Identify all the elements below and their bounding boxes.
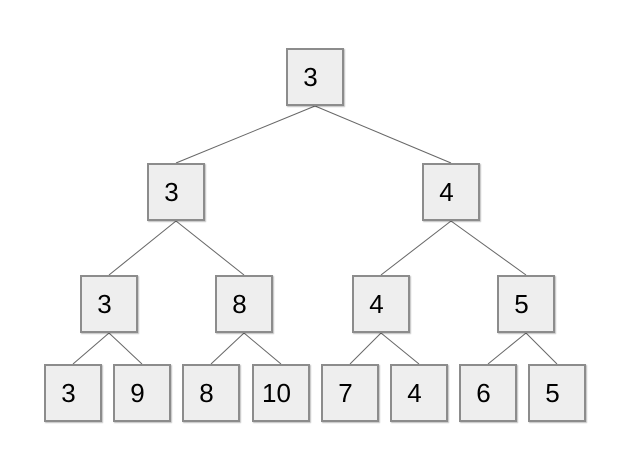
tree-node-root: 3 <box>286 48 344 106</box>
tree-node-leaf: 7 <box>321 364 379 422</box>
tree-node-leaf: 9 <box>113 364 171 422</box>
tree-node: 4 <box>422 163 480 221</box>
tree-node-leaf: 6 <box>459 364 517 422</box>
tree-node-leaf: 8 <box>182 364 240 422</box>
tree-node: 3 <box>147 163 205 221</box>
tree-node-leaf: 4 <box>390 364 448 422</box>
tree-node: 8 <box>215 275 273 333</box>
tree-node-leaf: 5 <box>528 364 586 422</box>
tree-node: 4 <box>352 275 410 333</box>
tree-node: 3 <box>80 275 138 333</box>
tree-node-leaf: 3 <box>44 364 102 422</box>
tree-node-leaf: 10 <box>252 364 310 422</box>
tree-node: 5 <box>497 275 555 333</box>
